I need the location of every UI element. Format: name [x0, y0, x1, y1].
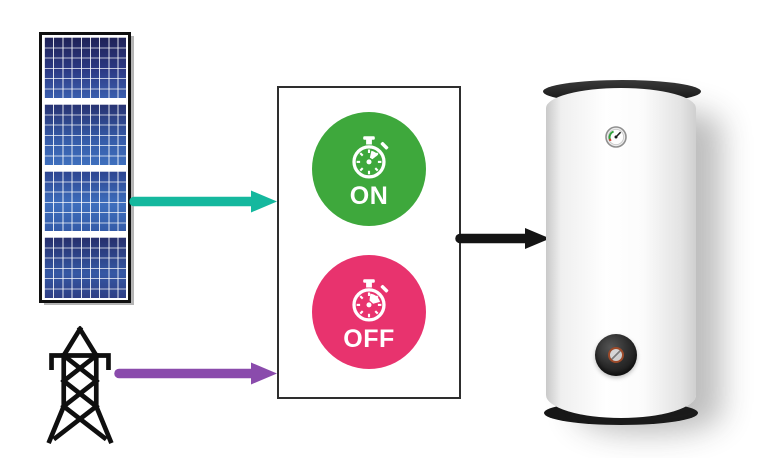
timer-off-label: OFF: [343, 324, 395, 353]
stopwatch-icon: [352, 278, 389, 322]
timer-on-label: ON: [349, 181, 389, 210]
temperature-gauge-icon: [605, 126, 627, 148]
controller-box: ON OFF: [277, 86, 461, 399]
stopwatch-icon: [352, 135, 389, 179]
solar-panel-icon: [39, 32, 131, 303]
transmission-tower-icon: [46, 325, 114, 444]
solar-panel-module: [44, 103, 126, 165]
solar-panel-module: [44, 37, 126, 98]
grid-to-controller-arrow: [114, 362, 277, 385]
water-heater-icon: [541, 79, 706, 427]
solar-to-controller-arrow: [129, 190, 277, 213]
heater-access-panel: [595, 334, 637, 376]
controller-to-heater-arrow: [455, 228, 550, 249]
timer-off-badge: OFF: [312, 255, 426, 369]
solar-panel-module: [44, 237, 126, 298]
heater-screw: [608, 347, 624, 363]
timer-on-badge: ON: [312, 112, 426, 226]
solar-panel-module: [44, 170, 126, 232]
